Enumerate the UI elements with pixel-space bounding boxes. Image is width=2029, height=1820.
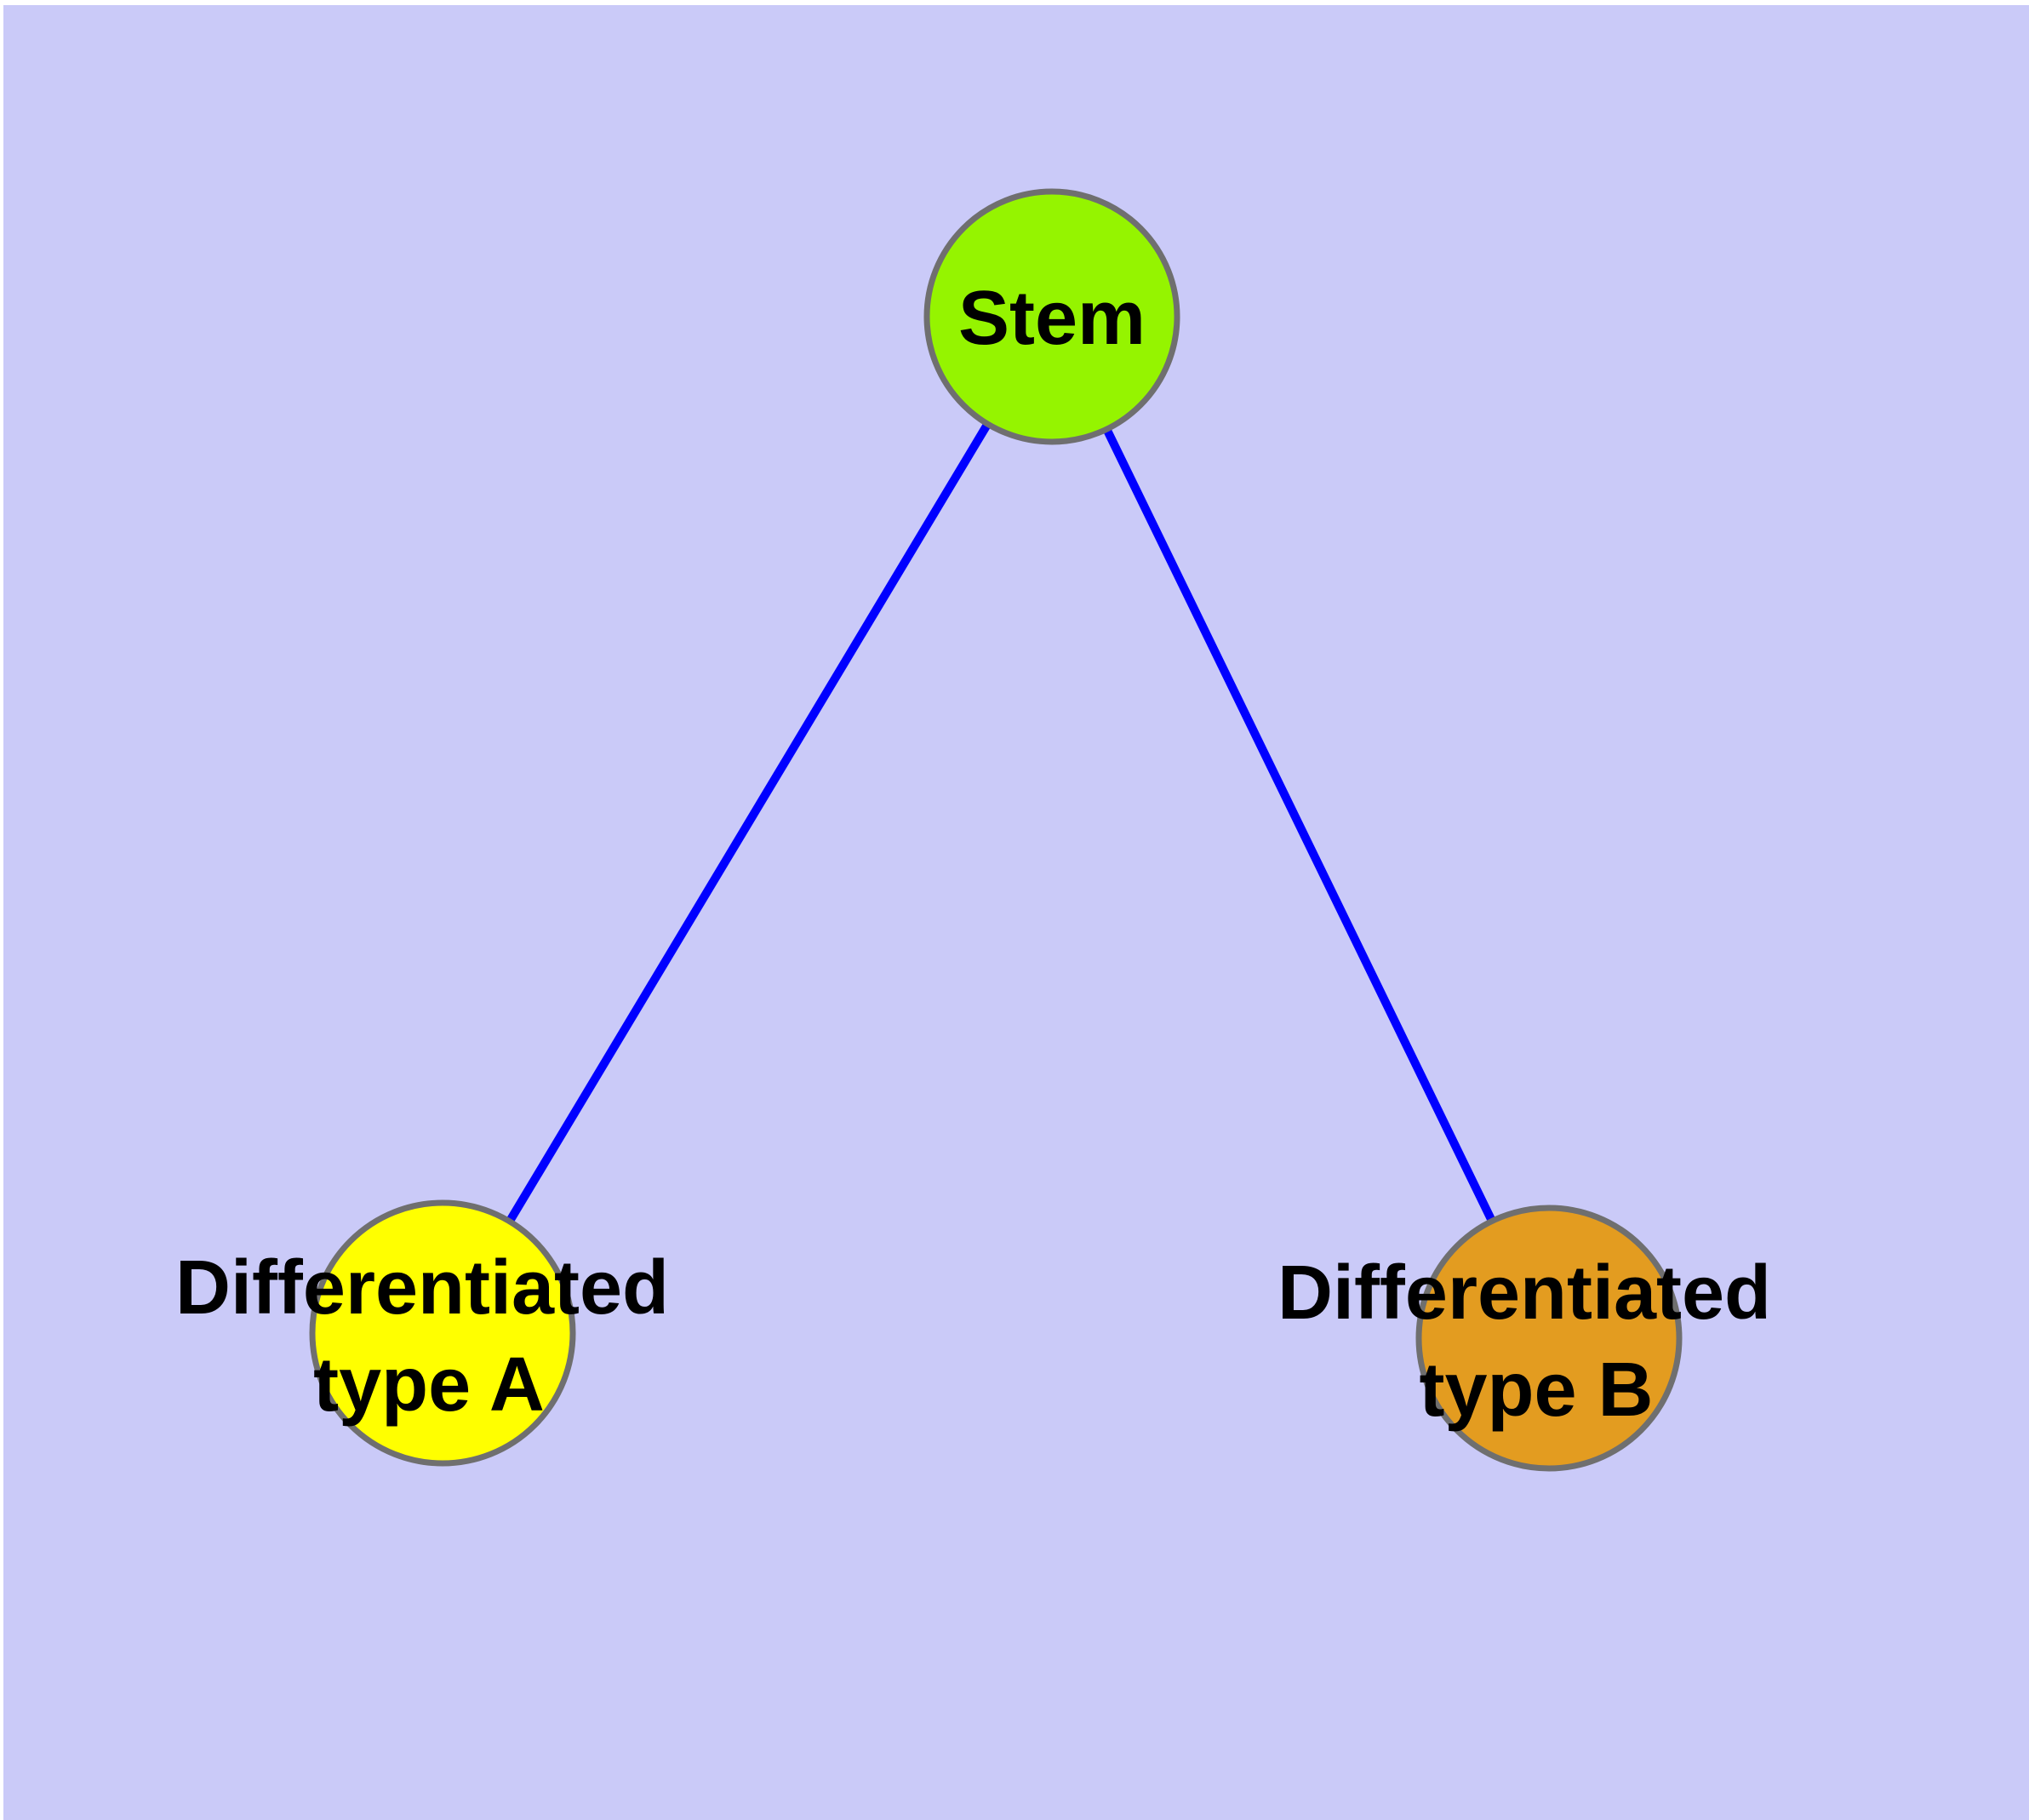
node-stem-circle (923, 188, 1180, 445)
node-type-a-label-line2: type A (313, 1342, 545, 1428)
node-type-a-circle (309, 1199, 576, 1467)
node-type-b-label-line1: Differentiated (1277, 1251, 1771, 1336)
node-type-b-circle (1415, 1205, 1683, 1472)
node-type-b-label-line2: type B (1419, 1348, 1653, 1433)
edge-stem-to-type-a (438, 314, 1056, 1336)
left-margin (0, 0, 3, 1820)
node-stem-label: Stem (958, 276, 1146, 361)
node-type-a-label-line1: Differentiated (175, 1245, 669, 1331)
edge-stem-to-type-b (1048, 314, 1553, 1341)
top-margin (0, 0, 2029, 5)
